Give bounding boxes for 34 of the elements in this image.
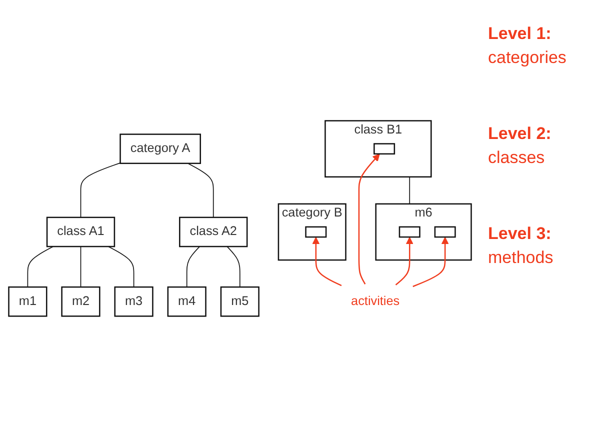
node-text: activities [351,294,400,308]
connector [108,246,134,288]
level-name: methods [488,247,554,269]
node-box [305,226,327,238]
connector [409,176,410,204]
node-box: m5 [220,286,260,317]
cluster: category B [278,203,346,261]
connector [226,246,240,288]
node-box: category A [120,134,201,164]
cluster: m6 [375,203,472,261]
connector [186,246,200,288]
node-box: class A2 [179,216,248,248]
arrow [412,237,449,288]
cluster: class B1 [324,120,432,178]
node-box [434,226,456,238]
level-heading: Level 3: [488,223,552,245]
connector [80,246,82,288]
level-heading: Level 2: [488,123,552,145]
node-box [374,143,396,155]
node-box: m3 [114,286,154,317]
node-box [398,226,420,238]
arrow [395,237,414,286]
node-box: m1 [8,286,48,317]
connector [187,163,214,218]
arrow [358,154,380,284]
level-name: categories [488,47,566,69]
node-box: m2 [61,286,100,317]
node-box: class A1 [46,216,116,248]
node-box: m4 [167,286,206,317]
connector [27,246,54,288]
connector [80,162,121,218]
level-heading: Level 1: [488,23,552,45]
arrow [312,237,342,286]
level-name: classes [488,147,545,169]
